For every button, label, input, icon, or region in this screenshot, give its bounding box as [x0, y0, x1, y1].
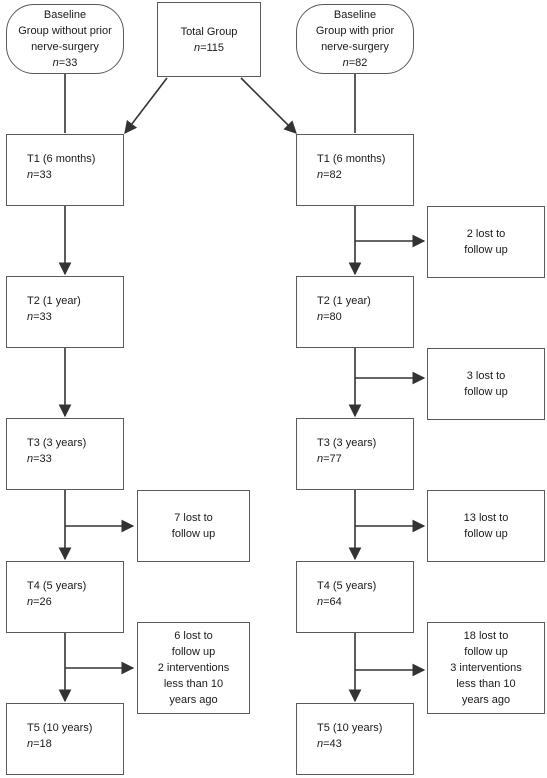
node-text-line: Baseline	[333, 9, 377, 21]
right-loss-t1-t2-node: 2 lost to follow up	[427, 206, 545, 278]
sample-size-value: =43	[323, 738, 342, 750]
left-t2-node: T2 (1 year) n=33	[6, 276, 124, 348]
sample-size: n=115	[194, 40, 224, 56]
sample-size: n=77	[317, 451, 413, 467]
right-t2-node: T2 (1 year) n=80	[296, 276, 414, 348]
sample-size-value: =64	[323, 596, 342, 608]
sample-size-symbol: n	[27, 311, 34, 323]
node-text-line: T5 (10 years)	[27, 722, 93, 734]
left-t4-node: T4 (5 years) n=26	[6, 561, 124, 633]
node-text-line: years ago	[461, 694, 511, 706]
sample-size-symbol: n	[317, 169, 324, 181]
node-text-line: follow up	[171, 646, 216, 658]
node-text-line: follow up	[464, 386, 508, 398]
node-text-line: Total Group	[180, 25, 238, 38]
node-text-line: 2 interventions	[157, 662, 230, 674]
node-text-line: less than 10	[163, 678, 224, 690]
sample-size-value: =82	[348, 57, 368, 69]
node-text-line: T2 (1 year)	[317, 295, 371, 307]
sample-size: n=33	[53, 55, 78, 71]
sample-size: n=82	[343, 55, 368, 71]
sample-size-symbol: n	[27, 169, 34, 181]
node-text-line: 6 lost to	[174, 630, 213, 642]
sample-size-symbol: n	[317, 596, 324, 608]
left-loss-t4-t5-node: 6 lost to follow up 2 interventions less th…	[137, 622, 250, 714]
left-t5-node: T5 (10 years) n=18	[6, 703, 124, 775]
node-text-line: T1 (6 months)	[27, 153, 96, 165]
node-text-line: 18 lost to	[463, 630, 509, 642]
right-loss-t4-t5-node: 18 lost to follow up 3 interventions less t…	[427, 622, 545, 714]
node-text-line: 3 interventions	[450, 662, 522, 674]
node-text-line: T2 (1 year)	[27, 295, 81, 307]
node-text-line: follow up	[464, 646, 508, 658]
sample-size: n=33	[27, 167, 123, 183]
sample-size: n=26	[27, 594, 123, 610]
sample-size-value: =82	[323, 169, 342, 181]
total-group-node: Total Group n=115	[157, 2, 261, 77]
node-text-line: follow up	[464, 528, 508, 540]
node-text-line: 13 lost to	[463, 512, 509, 524]
sample-size-value: =18	[33, 738, 52, 750]
node-text-line: nerve-surgery	[321, 41, 389, 53]
sample-size: n=33	[27, 309, 123, 325]
node-text-line: T4 (5 years)	[317, 580, 377, 592]
sample-size-symbol: n	[317, 738, 324, 750]
left-loss-t3-t4-node: 7 lost to follow up	[137, 490, 250, 562]
sample-size: n=33	[27, 451, 123, 467]
sample-size-symbol: n	[342, 57, 349, 69]
sample-size-value: =33	[33, 311, 52, 323]
sample-size-symbol: n	[52, 57, 59, 69]
sample-size-value: =33	[58, 57, 78, 69]
node-text-line: years ago	[169, 694, 218, 706]
sample-size: n=82	[317, 167, 413, 183]
right-loss-t3-t4-node: 13 lost to follow up	[427, 490, 545, 562]
sample-size-value: =115	[200, 41, 225, 54]
node-text-line: follow up	[171, 528, 216, 540]
sample-size-value: =33	[33, 453, 52, 465]
left-t1-node: T1 (6 months) n=33	[6, 134, 124, 206]
node-text-line: Group with prior	[315, 25, 395, 37]
node-text-line: follow up	[464, 244, 508, 256]
edge-total-to-right-t1	[240, 77, 297, 134]
sample-size-symbol: n	[27, 453, 34, 465]
sample-size-symbol: n	[317, 311, 324, 323]
node-text-line: 7 lost to	[174, 512, 213, 524]
sample-size-symbol: n	[27, 596, 34, 608]
sample-size: n=43	[317, 736, 413, 752]
node-text-line: T5 (10 years)	[317, 722, 383, 734]
node-text-line: T3 (3 years)	[27, 437, 87, 449]
sample-size-value: =77	[323, 453, 342, 465]
sample-size-symbol: n	[27, 738, 34, 750]
sample-size: n=80	[317, 309, 413, 325]
right-t3-node: T3 (3 years) n=77	[296, 418, 414, 490]
node-text-line: 2 lost to	[466, 228, 506, 240]
right-t4-node: T4 (5 years) n=64	[296, 561, 414, 633]
node-text-line: 3 lost to	[466, 370, 506, 382]
node-text-line: T1 (6 months)	[317, 153, 386, 165]
right-loss-t2-t3-node: 3 lost to follow up	[427, 348, 545, 420]
sample-size-symbol: n	[193, 41, 201, 54]
sample-size: n=64	[317, 594, 413, 610]
node-text-line: Baseline	[43, 9, 87, 21]
left-t3-node: T3 (3 years) n=33	[6, 418, 124, 490]
right-t5-node: T5 (10 years) n=43	[296, 703, 414, 775]
right-t1-node: T1 (6 months) n=82	[296, 134, 414, 206]
edge-total-to-left-t1	[124, 77, 168, 135]
sample-size-symbol: n	[317, 453, 324, 465]
sample-size-value: =26	[33, 596, 52, 608]
sample-size-value: =80	[323, 311, 342, 323]
sample-size-value: =33	[33, 169, 52, 181]
sample-size: n=18	[27, 736, 123, 752]
node-text-line: nerve-surgery	[31, 41, 99, 53]
node-text-line: T3 (3 years)	[317, 437, 377, 449]
node-text-line: Group without prior	[18, 25, 112, 37]
node-text-line: less than 10	[456, 678, 516, 690]
node-text-line: T4 (5 years)	[27, 580, 87, 592]
